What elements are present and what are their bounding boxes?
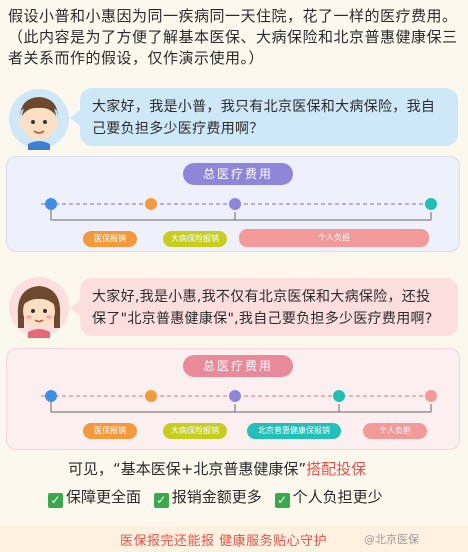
chip-personal-burden: 个人负担 (239, 229, 429, 247)
intro-line-2: （此内容是为了方便了解基本医保、大病保险和北京普惠健康保三 (8, 28, 458, 46)
benefit-item: ✓保障更全面 (48, 486, 141, 508)
chip-personal-burden-2: 个人负担 (363, 423, 427, 439)
timeline-node-huimin-2 (333, 390, 345, 402)
conclusion-quote: “基本医保+北京普惠健康保” (113, 460, 307, 478)
girl-face-icon (9, 277, 69, 338)
girl-speech-bubble: 大家好,我是小惠,我不仅有北京医保和大病保险，还投 保了"北京普惠健康保",我自… (70, 278, 458, 336)
total-cost-label: 总医疗费用 (183, 163, 293, 185)
boy-speech-line-2: 己要负担多少医疗费用啊？ (92, 121, 264, 137)
timeline-node-basic-2 (145, 390, 157, 402)
scenario-2-diagram: 总医疗费用 医保报销 大病保险报销 北京普惠健康保报销 个人负担 (6, 348, 460, 450)
benefit-item: ✓个人负担更少 (274, 486, 383, 508)
check-icon: ✓ (153, 493, 169, 508)
timeline-node-start (45, 198, 57, 210)
conclusion-highlight: 搭配投保 (306, 460, 367, 478)
total-cost-label-2: 总医疗费用 (183, 355, 293, 377)
timeline-node-critical (229, 198, 241, 210)
footer-banner: 医保报完还能报 健康服务贴心守护 @北京医保 (0, 526, 468, 552)
boy-avatar (8, 88, 70, 150)
chip-critical-illness-reimbursement: 大病保险报销 (163, 231, 227, 247)
timeline-node-critical-2 (229, 390, 241, 402)
cost-timeline-1 (41, 198, 437, 221)
conclusion-prefix: 可见， (68, 460, 114, 478)
watermark: @北京医保 (364, 533, 419, 546)
intro-text: 假设小普和小惠因为同一疾病同一天住院，花了一样的医疗费用。 （此内容是为了方便了… (8, 6, 464, 69)
boy-speech-bubble: 大家好，我是小普，我只有北京医保和大病保险，我自 己要负担多少医疗费用啊？ (70, 88, 458, 146)
check-icon: ✓ (274, 493, 290, 508)
girl-speech-line-1: 大家好,我是小惠,我不仅有北京医保和大病保险，还投 (92, 289, 431, 305)
boy-speech-line-1: 大家好，我是小普，我只有北京医保和大病保险，我自 (92, 99, 436, 115)
timeline-node-end-2 (425, 390, 437, 402)
chip-huiminbao-reimbursement: 北京普惠健康保报销 (247, 423, 341, 439)
cost-timeline-2 (41, 390, 437, 413)
chip-critical-illness-reimbursement-2: 大病保险报销 (163, 423, 227, 439)
boy-face-icon (9, 89, 69, 150)
girl-speech-line-2: 保了"北京普惠健康保",我自己要负担多少医疗费用啊? (92, 311, 433, 327)
check-icon: ✓ (48, 493, 63, 508)
footer-slogan: 医保报完还能报 健康服务贴心守护 (120, 534, 328, 549)
conclusion-line: 可见，“基本医保+北京普惠健康保”搭配投保 (68, 458, 366, 480)
timeline-node-start-2 (45, 390, 57, 402)
benefit-item: ✓报销金额更多 (153, 486, 262, 508)
scenario-1-diagram: 总医疗费用 医保报销 大病保险报销 个人负担 (6, 156, 460, 252)
benefits-list: ✓保障更全面 ✓报销金额更多 ✓个人负担更少 (48, 486, 391, 508)
girl-avatar (8, 276, 70, 338)
timeline-node-basic (145, 198, 157, 210)
intro-line-3: 者关系而作的假设，仅作演示使用。） (8, 49, 265, 67)
timeline-node-end (425, 198, 437, 210)
chip-basic-reimbursement: 医保报销 (83, 231, 137, 247)
intro-line-1: 假设小普和小惠因为同一疾病同一天住院，花了一样的医疗费用。 (8, 7, 458, 25)
chip-basic-reimbursement-2: 医保报销 (83, 423, 137, 439)
